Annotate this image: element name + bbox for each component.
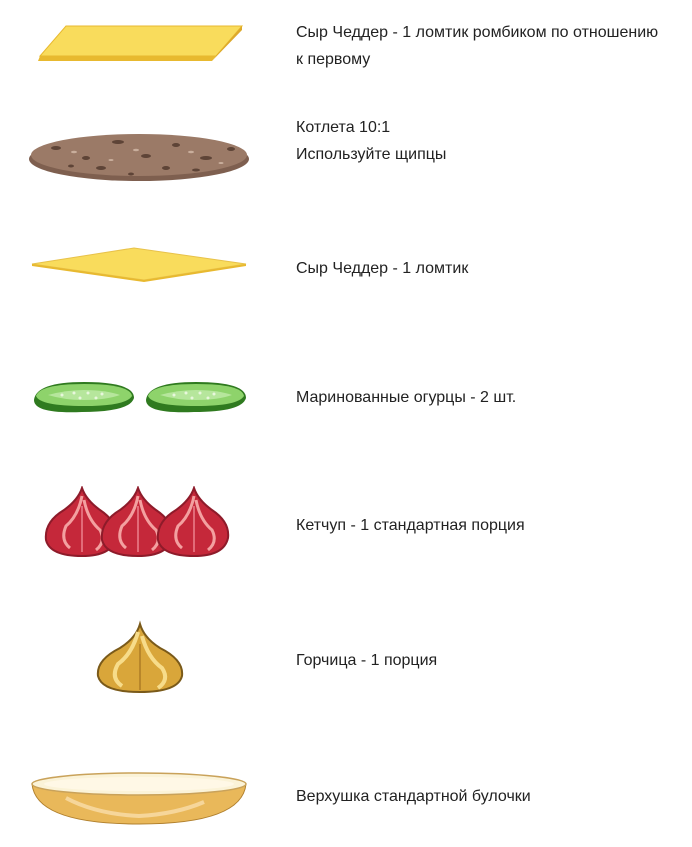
cheese-slice-icon [31, 247, 247, 282]
ingredient-label: Верхушка стандартной булочки [296, 788, 531, 805]
pickle-slices-icon [34, 382, 246, 413]
ingredient-label: Кетчуп - 1 стандартная порция [296, 517, 525, 534]
cheese-slice-diamond-icon [38, 25, 244, 61]
ingredient-label: Котлета 10:1 Используйте щипцы [296, 119, 447, 163]
mustard-dollop-icon [96, 620, 184, 694]
ketchup-dollops-icon [44, 486, 230, 558]
bun-top-icon [31, 772, 247, 825]
ingredient-label: Маринованные огурцы - 2 шт. [296, 389, 517, 406]
ingredient-label: Горчица - 1 порция [296, 652, 438, 669]
beef-patty-icon [29, 134, 249, 181]
ingredient-label: Сыр Чеддер - 1 ломтик [296, 260, 469, 277]
ingredient-label: Сыр Чеддер - 1 ломтик ромбиком по отноше… [296, 24, 659, 68]
